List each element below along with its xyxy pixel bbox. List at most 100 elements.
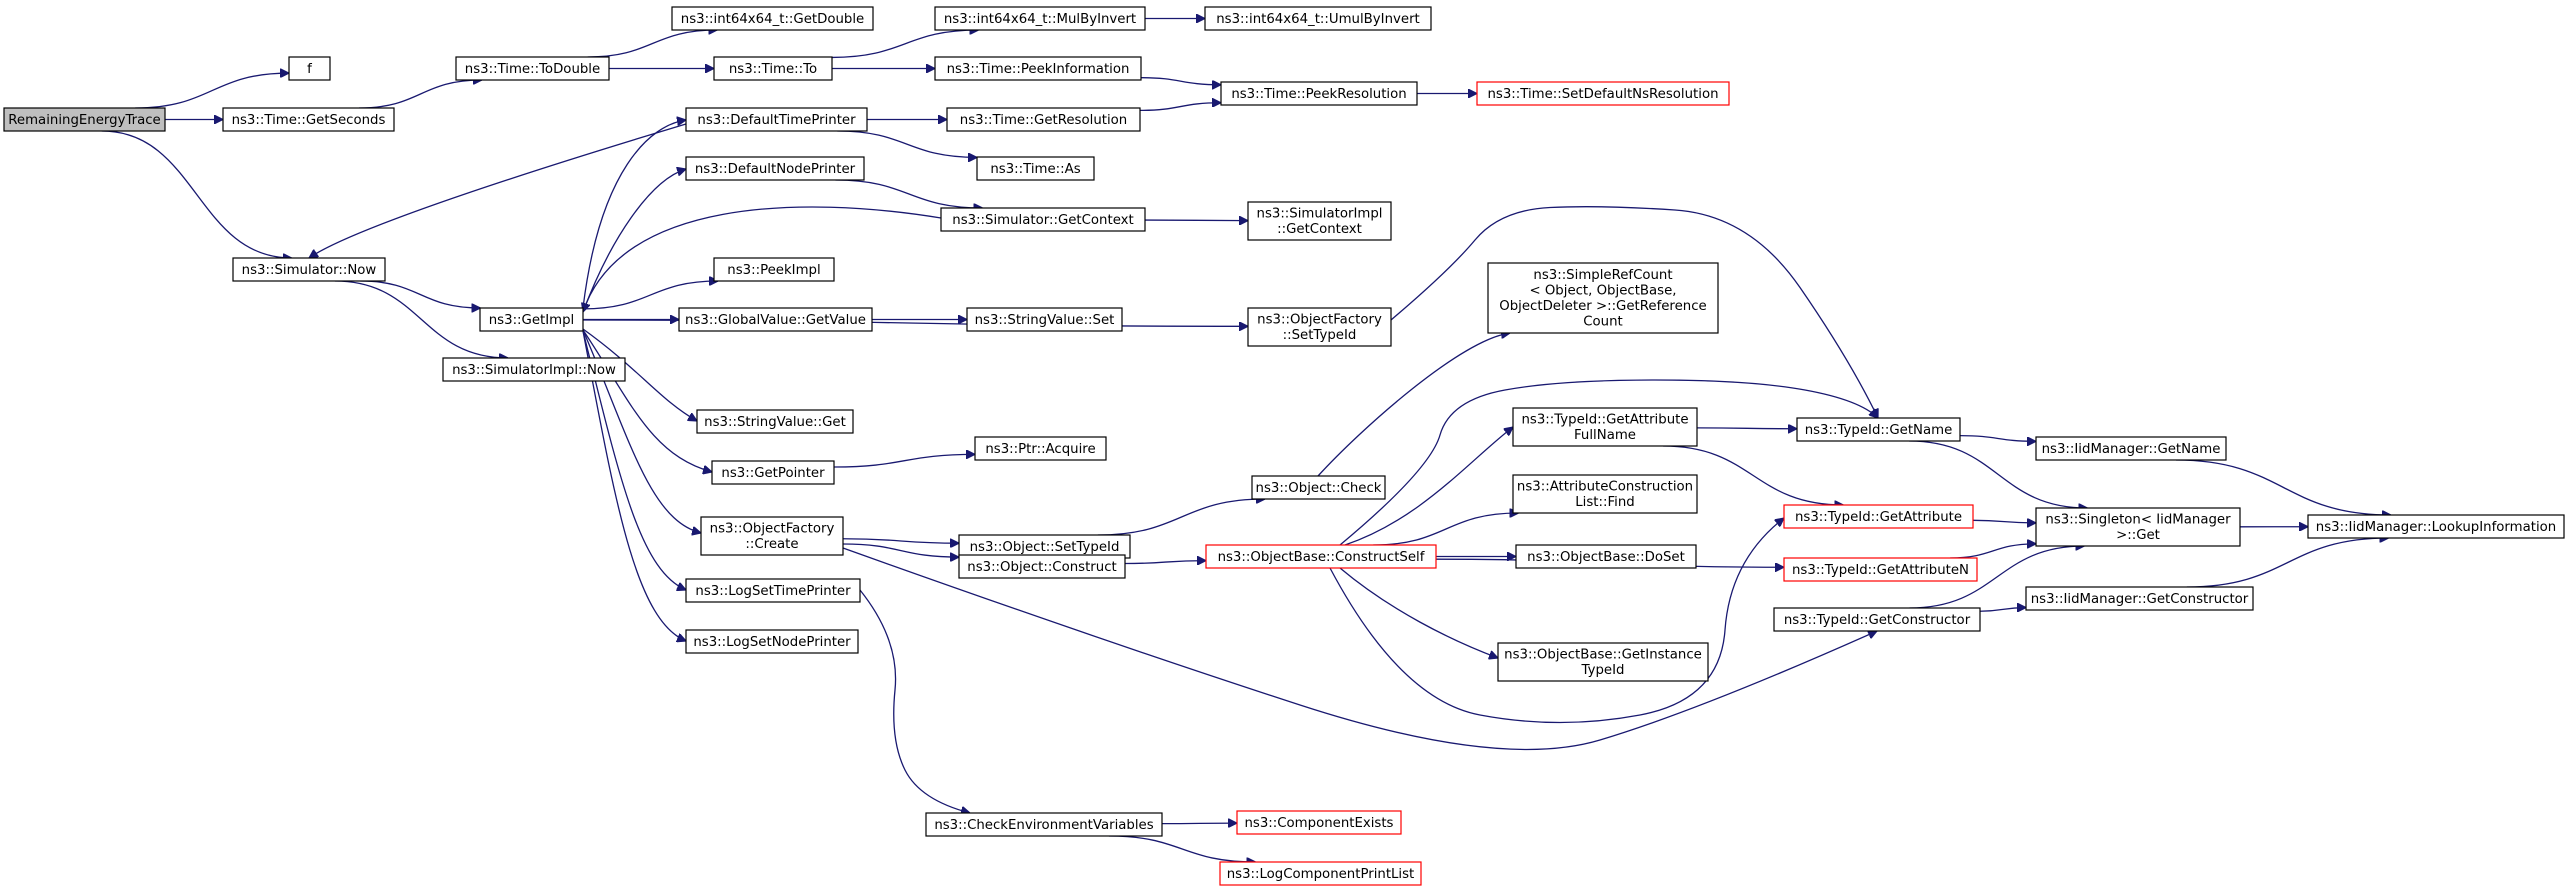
node-ns3-int64x64-t-mulbyinvert[interactable]: ns3::int64x64_t::MulByInvert — [934, 6, 1146, 31]
node-ns3-time-getresolution[interactable]: ns3::Time::GetResolution — [946, 107, 1141, 132]
node-box[interactable] — [1512, 474, 1698, 514]
node-ns3-logsetnodeprinter[interactable]: ns3::LogSetNodePrinter — [685, 629, 859, 654]
node-box[interactable] — [2025, 586, 2254, 611]
node-box[interactable] — [1247, 201, 1392, 241]
node-ns3-typeid-getattributen[interactable]: ns3::TypeId::GetAttributeN — [1783, 557, 1978, 582]
node-ns3-stringvalue-set[interactable]: ns3::StringValue::Set — [966, 307, 1123, 332]
node-box[interactable] — [974, 436, 1107, 461]
node-ns3-time-as[interactable]: ns3::Time::As — [976, 156, 1095, 181]
node-ns3-getimpl[interactable]: ns3::GetImpl — [479, 307, 584, 332]
node-ns3-time-todouble[interactable]: ns3::Time::ToDouble — [455, 56, 610, 81]
node-ns3-time-to[interactable]: ns3::Time::To — [713, 56, 833, 81]
node-ns3-typeid-getattribute[interactable]: ns3::TypeId::GetAttribute — [1783, 504, 1974, 529]
node-box[interactable] — [222, 107, 395, 132]
node-box[interactable] — [1236, 810, 1402, 835]
node-box[interactable] — [934, 6, 1146, 31]
node-box[interactable] — [479, 307, 584, 332]
node-label: ns3::GlobalValue::GetValue — [685, 313, 866, 328]
node-box[interactable] — [1205, 544, 1437, 569]
node-box[interactable] — [685, 578, 861, 603]
node-box[interactable] — [442, 357, 626, 382]
node-ns3-time-setdefaultnsresolution[interactable]: ns3::Time::SetDefaultNsResolution — [1476, 81, 1730, 106]
node-ns3-typeid-getconstructor[interactable]: ns3::TypeId::GetConstructor — [1773, 607, 1981, 632]
node-box[interactable] — [232, 257, 386, 282]
node-ns3-stringvalue-get[interactable]: ns3::StringValue::Get — [696, 409, 854, 434]
node-ns3-iidmanager-getname[interactable]: ns3::IidManager::GetName — [2035, 436, 2227, 461]
node-box[interactable] — [946, 107, 1141, 132]
node-box[interactable] — [934, 56, 1142, 81]
node-ns3-simulator-getcontext[interactable]: ns3::Simulator::GetContext — [940, 207, 1146, 232]
node-ns3-simplerefcount-object-objectbase-objectdeleter-getreference-count[interactable]: ns3::SimpleRefCount< Object, ObjectBase,… — [1487, 262, 1719, 334]
node-box[interactable] — [976, 156, 1095, 181]
node-ns3-getpointer[interactable]: ns3::GetPointer — [711, 460, 835, 485]
node-ns3-checkenvironmentvariables[interactable]: ns3::CheckEnvironmentVariables — [925, 812, 1163, 837]
node-ns3-time-getseconds[interactable]: ns3::Time::GetSeconds — [222, 107, 395, 132]
node-ns3-peekimpl[interactable]: ns3::PeekImpl — [713, 257, 835, 282]
node-f[interactable]: f — [288, 56, 331, 81]
node-box[interactable] — [2307, 514, 2565, 539]
node-ns3-object-settypeid[interactable]: ns3::Object::SetTypeId — [958, 534, 1131, 559]
node-ns3-logcomponentprintlist[interactable]: ns3::LogComponentPrintList — [1219, 861, 1422, 886]
node-box[interactable] — [1251, 475, 1386, 500]
node-box[interactable] — [2035, 436, 2227, 461]
node-ns3-int64x64-t-umulbyinvert[interactable]: ns3::int64x64_t::UmulByInvert — [1204, 6, 1432, 31]
node-box[interactable] — [700, 516, 844, 556]
node-box[interactable] — [1783, 504, 1974, 529]
node-ns3-defaulttimeprinter[interactable]: ns3::DefaultTimePrinter — [685, 107, 868, 132]
node-ns3-simulatorimpl-now[interactable]: ns3::SimulatorImpl::Now — [442, 357, 626, 382]
node-ns3-simulator-now[interactable]: ns3::Simulator::Now — [232, 257, 386, 282]
node-box[interactable] — [678, 307, 873, 332]
node-box[interactable] — [713, 257, 835, 282]
node-ns3-componentexists[interactable]: ns3::ComponentExists — [1236, 810, 1402, 835]
node-ns3-singleton-iidmanager-get[interactable]: ns3::Singleton< IidManager>::Get — [2035, 507, 2241, 547]
node-ns3-int64x64-t-getdouble[interactable]: ns3::int64x64_t::GetDouble — [671, 6, 874, 31]
node-box[interactable] — [1512, 407, 1698, 447]
node-ns3-simulatorimpl-getcontext[interactable]: ns3::SimulatorImpl::GetContext — [1247, 201, 1392, 241]
node-ns3-objectbase-constructself[interactable]: ns3::ObjectBase::ConstructSelf — [1205, 544, 1437, 569]
node-ns3-object-check[interactable]: ns3::Object::Check — [1251, 475, 1386, 500]
node-box[interactable] — [1773, 607, 1981, 632]
node-box[interactable] — [713, 56, 833, 81]
node-box[interactable] — [455, 56, 610, 81]
node-box[interactable] — [685, 629, 859, 654]
node-box[interactable] — [685, 156, 865, 181]
node-box[interactable] — [2035, 507, 2241, 547]
node-box[interactable] — [1515, 544, 1697, 569]
node-box[interactable] — [711, 460, 835, 485]
node-ns3-logsettimeprinter[interactable]: ns3::LogSetTimePrinter — [685, 578, 861, 603]
node-ns3-time-peekinformation[interactable]: ns3::Time::PeekInformation — [934, 56, 1142, 81]
node-box[interactable] — [966, 307, 1123, 332]
node-ns3-iidmanager-getconstructor[interactable]: ns3::IidManager::GetConstructor — [2025, 586, 2254, 611]
node-box[interactable] — [940, 207, 1146, 232]
node-ns3-globalvalue-getvalue[interactable]: ns3::GlobalValue::GetValue — [678, 307, 873, 332]
edge-n39-to-n26 — [1344, 427, 1513, 546]
node-ns3-object-construct[interactable]: ns3::Object::Construct — [958, 554, 1126, 579]
node-box[interactable] — [696, 409, 854, 434]
node-ns3-time-peekresolution[interactable]: ns3::Time::PeekResolution — [1220, 81, 1418, 106]
node-box[interactable] — [1796, 417, 1961, 442]
node-ns3-typeid-getname[interactable]: ns3::TypeId::GetName — [1796, 417, 1961, 442]
node-box[interactable] — [671, 6, 874, 31]
node-box[interactable] — [1204, 6, 1432, 31]
node-box[interactable] — [685, 107, 868, 132]
node-box[interactable] — [958, 554, 1126, 579]
node-ns3-objectfactory-settypeid[interactable]: ns3::ObjectFactory::SetTypeId — [1247, 307, 1392, 347]
node-box[interactable] — [1220, 81, 1418, 106]
node-box[interactable] — [288, 56, 331, 81]
node-ns3-objectfactory-create[interactable]: ns3::ObjectFactory::Create — [700, 516, 844, 556]
node-box[interactable] — [1783, 557, 1978, 582]
node-box[interactable] — [1487, 262, 1719, 334]
node-box[interactable] — [1247, 307, 1392, 347]
node-box[interactable] — [925, 812, 1163, 837]
node-ns3-defaultnodeprinter[interactable]: ns3::DefaultNodePrinter — [685, 156, 865, 181]
node-label: ns3::ObjectBase::DoSet — [1527, 550, 1685, 565]
node-ns3-ptr-acquire[interactable]: ns3::Ptr::Acquire — [974, 436, 1107, 461]
node-box[interactable] — [1219, 861, 1422, 886]
node-box[interactable] — [1476, 81, 1730, 106]
node-box[interactable] — [1497, 642, 1709, 682]
node-ns3-objectbase-doset[interactable]: ns3::ObjectBase::DoSet — [1515, 544, 1697, 569]
node-ns3-iidmanager-lookupinformation[interactable]: ns3::IidManager::LookupInformation — [2307, 514, 2565, 539]
